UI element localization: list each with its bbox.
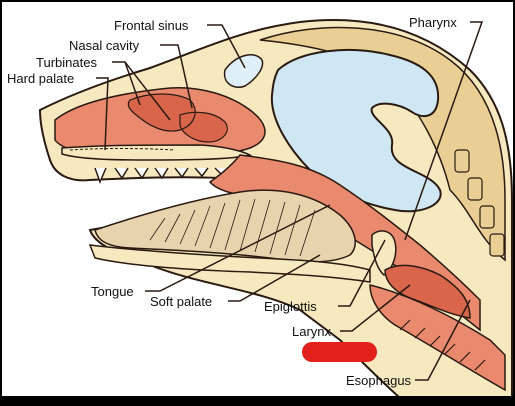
label-nasal-cavity: Nasal cavity <box>69 38 140 53</box>
label-pharynx: Pharynx <box>409 15 457 30</box>
red-marker <box>302 342 377 362</box>
label-soft-palate: Soft palate <box>150 294 212 309</box>
label-turbinates: Turbinates <box>36 55 97 70</box>
label-larynx: Larynx <box>292 324 332 339</box>
label-frontal-sinus: Frontal sinus <box>114 18 189 33</box>
label-hard-palate: Hard palate <box>7 71 74 86</box>
label-tongue: Tongue <box>91 284 134 299</box>
label-epiglottis: Epiglottis <box>264 299 317 314</box>
bottom-border <box>0 396 515 401</box>
hard-palate <box>62 145 250 160</box>
label-esophagus: Esophagus <box>346 373 412 388</box>
